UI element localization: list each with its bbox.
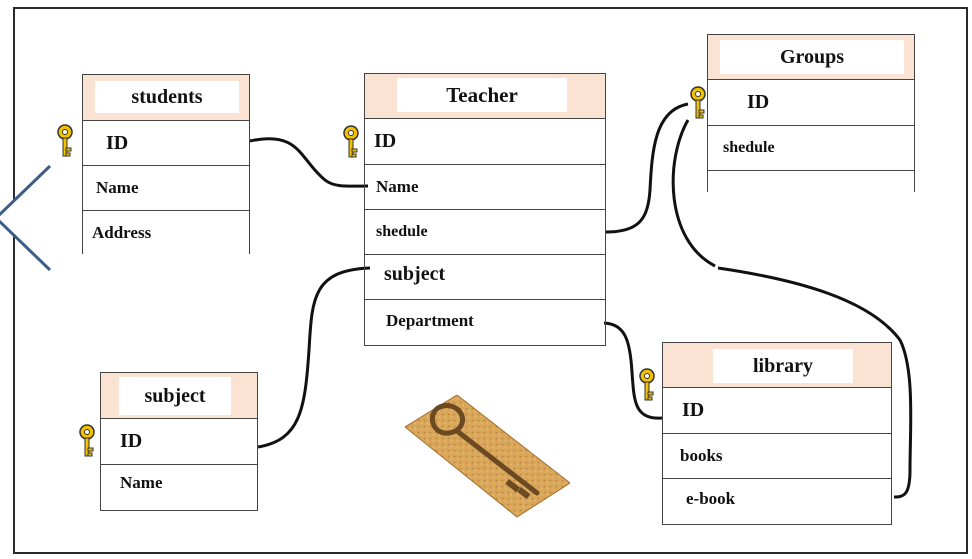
key-icon: [57, 124, 73, 157]
students-title: students: [95, 81, 239, 113]
teacher-field-shedule: shedule: [364, 209, 606, 254]
link-groups-library-2: [717, 266, 913, 499]
key-icon: [690, 86, 706, 119]
students-table[interactable]: students ID Name Address: [82, 74, 250, 254]
teacher-field-id: ID: [364, 118, 606, 164]
teacher-field-department: Department: [364, 299, 606, 346]
link-groups-library: [671, 119, 716, 268]
subject-title: subject: [119, 377, 231, 415]
teacher-field-name: Name: [364, 164, 606, 209]
teacher-table[interactable]: Teacher ID Name shedule subject Departme…: [364, 73, 606, 346]
library-title: library: [713, 349, 853, 383]
library-field-id: ID: [662, 387, 892, 433]
students-field-address: Address: [82, 210, 250, 255]
library-field-books: books: [662, 433, 892, 478]
groups-title: Groups: [720, 40, 904, 74]
groups-table[interactable]: Groups ID shedule: [707, 34, 915, 192]
link-teacher-groups: [605, 102, 689, 234]
library-table[interactable]: library ID books e-book: [662, 342, 892, 525]
students-field-id: ID: [82, 120, 250, 165]
link-subject-teacher: [257, 266, 371, 449]
teacher-field-subject: subject: [364, 254, 606, 299]
key-icon: [343, 125, 359, 158]
antique-key-icon: [405, 395, 570, 518]
groups-field-id: ID: [707, 79, 915, 125]
students-field-name: Name: [82, 165, 250, 210]
key-icon: [79, 424, 95, 457]
teacher-title: Teacher: [397, 78, 567, 112]
subject-table[interactable]: subject ID Name: [100, 372, 258, 511]
link-students-teacher: [249, 137, 369, 188]
subject-field-name: Name: [100, 464, 258, 511]
groups-field-shedule: shedule: [707, 125, 915, 171]
library-field-ebook: e-book: [662, 478, 892, 525]
key-icon: [639, 368, 655, 401]
subject-field-id: ID: [100, 418, 258, 464]
link-teacher-library: [603, 321, 663, 420]
